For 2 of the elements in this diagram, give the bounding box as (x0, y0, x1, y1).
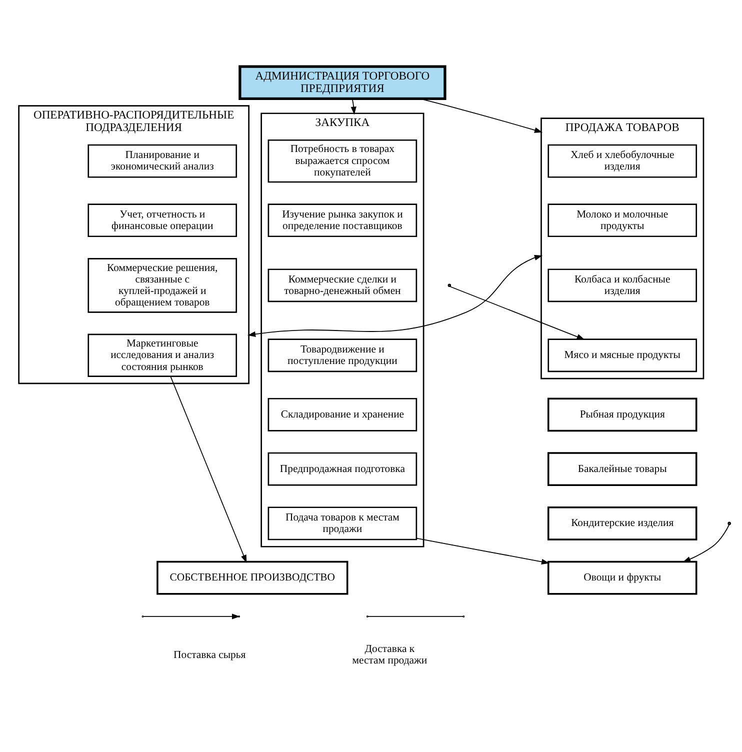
legend-label: Поставка сырья (174, 648, 246, 661)
legend-label: Доставка к местам продажи (352, 643, 428, 667)
